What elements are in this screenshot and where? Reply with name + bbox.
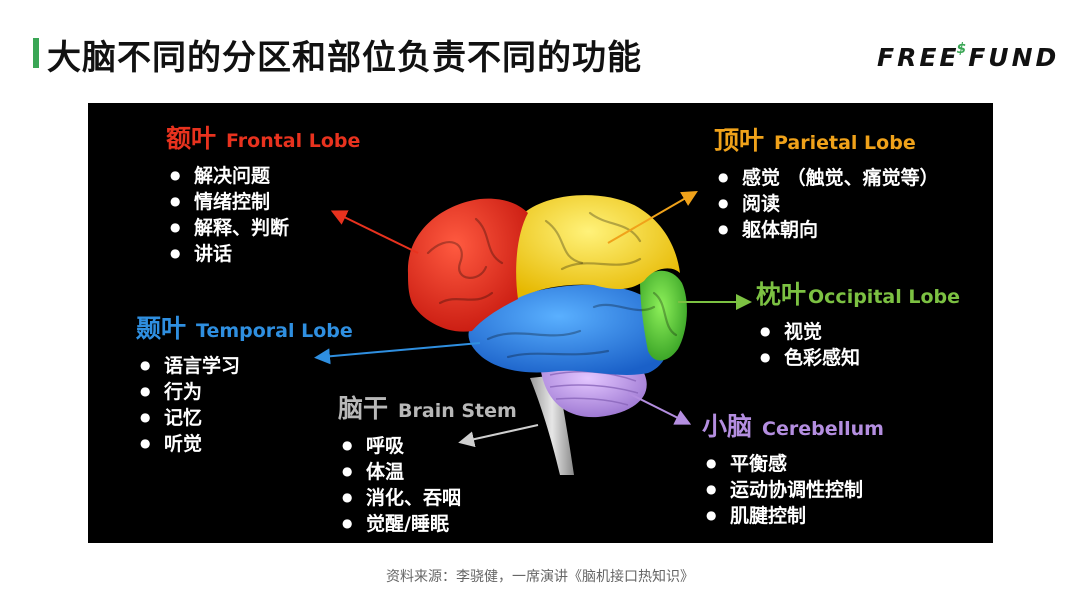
list-item: ●解释、判断: [170, 217, 290, 239]
parietal-lobe-functions: ●感觉 （触觉、痛觉等） ●阅读 ●躯体朝向: [714, 165, 939, 243]
brain-illustration: [314, 190, 752, 475]
cerebellum-label: 小脑 Cerebellum ●平衡感 ●运动协调性控制 ●肌腱控制: [702, 407, 884, 529]
list-item: ●记忆: [140, 407, 203, 429]
brain-stem-shape: [530, 375, 574, 475]
brainstem-arrow: [458, 424, 539, 448]
temporal-lobe-functions: ●语言学习 ●行为 ●记忆 ●听觉: [136, 353, 353, 457]
list-item: ●感觉 （触觉、痛觉等）: [718, 167, 939, 189]
cerebellum-functions: ●平衡感 ●运动协调性控制 ●肌腱控制: [702, 451, 884, 529]
brainstem-name-cn: 脑干: [338, 394, 389, 423]
list-item: ●平衡感: [706, 453, 788, 475]
list-item: ●躯体朝向: [718, 219, 819, 241]
occipital-lobe-functions: ●视觉 ●色彩感知: [756, 319, 960, 371]
list-item: ●消化、吞咽: [342, 487, 462, 509]
frontal-arrow: [330, 210, 419, 254]
logo-text-tail: FUND: [968, 43, 1060, 72]
list-item: ●色彩感知: [760, 347, 861, 369]
list-item: ●呼吸: [342, 435, 405, 457]
list-item: ●讲话: [170, 243, 233, 265]
brain-diagram-panel: 额叶 Frontal Lobe ●解决问题 ●情绪控制 ●解释、判断 ●讲话 顶叶…: [88, 103, 993, 543]
temporal-lobe-shape: [468, 284, 669, 375]
occipital-lobe-name-cn: 枕叶: [756, 280, 807, 309]
cerebellum-arrow: [627, 392, 692, 425]
list-item: ●肌腱控制: [706, 505, 807, 527]
list-item: ●听觉: [140, 433, 203, 455]
parietal-arrow: [607, 190, 698, 244]
frontal-lobe-name-cn: 额叶: [166, 124, 217, 153]
temporal-arrow: [314, 342, 481, 365]
list-item: ●阅读: [718, 193, 781, 215]
brand-logo: FREE$FUND: [877, 41, 1059, 72]
list-item: ●行为: [140, 381, 203, 403]
list-item: ●语言学习: [140, 355, 241, 377]
occipital-lobe-name-en: Occipital Lobe: [808, 286, 960, 308]
list-item: ●解决问题: [170, 165, 271, 187]
brainstem-name-en: Brain Stem: [398, 400, 517, 422]
list-item: ●觉醒/睡眠: [342, 513, 449, 535]
frontal-lobe-shape: [407, 198, 528, 332]
brainstem-label: 脑干 Brain Stem ●呼吸 ●体温 ●消化、吞咽 ●觉醒/睡眠: [338, 389, 517, 537]
cerebellum-name-cn: 小脑: [702, 412, 753, 441]
frontal-lobe-label: 额叶 Frontal Lobe ●解决问题 ●情绪控制 ●解释、判断 ●讲话: [166, 119, 360, 267]
logo-dollar-sup: $: [956, 41, 967, 57]
parietal-lobe-name-en: Parietal Lobe: [774, 132, 916, 154]
occipital-lobe-shape: [640, 270, 687, 361]
temporal-lobe-name-cn: 颞叶: [136, 314, 187, 343]
logo-text-main: FREE: [877, 43, 960, 72]
list-item: ●情绪控制: [170, 191, 271, 213]
parietal-lobe-name-cn: 顶叶: [714, 126, 765, 155]
frontal-lobe-name-en: Frontal Lobe: [226, 130, 361, 152]
list-item: ●视觉: [760, 321, 823, 343]
frontal-lobe-functions: ●解决问题 ●情绪控制 ●解释、判断 ●讲话: [166, 163, 360, 267]
temporal-lobe-label: 颞叶 Temporal Lobe ●语言学习 ●行为 ●记忆 ●听觉: [136, 309, 353, 457]
temporal-lobe-name-en: Temporal Lobe: [196, 320, 353, 342]
page-title: 大脑不同的分区和部位负责不同的功能: [47, 38, 642, 78]
source-citation: 资料来源：李骁健，一席演讲《脑机接口热知识》: [386, 569, 694, 585]
cerebellum-name-en: Cerebellum: [762, 418, 884, 440]
list-item: ●体温: [342, 461, 405, 483]
title-accent-bar: [33, 38, 39, 68]
list-item: ●运动协调性控制: [706, 479, 864, 501]
brainstem-functions: ●呼吸 ●体温 ●消化、吞咽 ●觉醒/睡眠: [338, 433, 517, 537]
parietal-lobe-shape: [513, 195, 680, 299]
parietal-lobe-label: 顶叶 Parietal Lobe ●感觉 （触觉、痛觉等） ●阅读 ●躯体朝向: [714, 121, 939, 243]
